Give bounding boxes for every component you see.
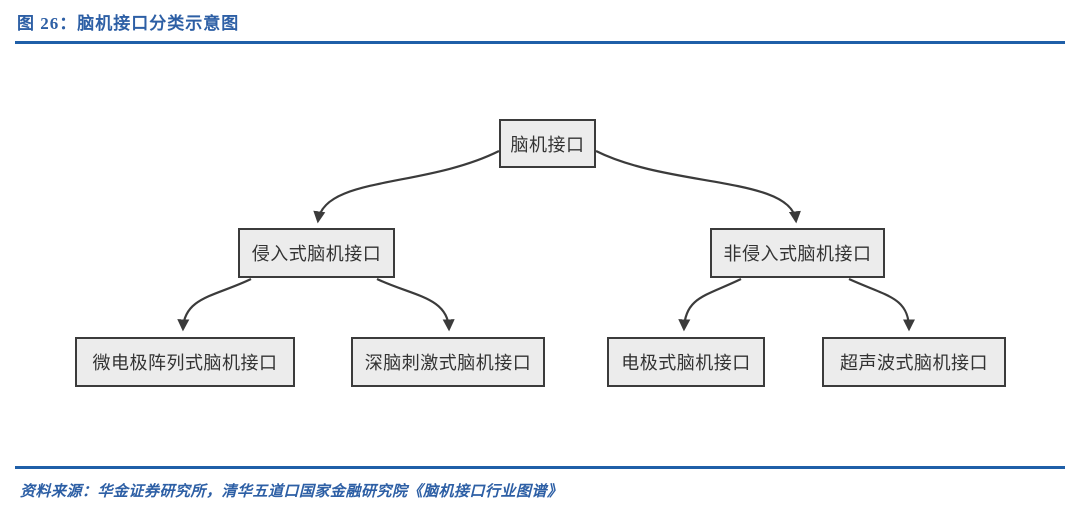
node-invasive-bci: 侵入式脑机接口	[238, 228, 395, 278]
title-divider-line	[15, 41, 1065, 44]
edge-root-invasive	[313, 150, 500, 224]
node-electrode-bci: 电极式脑机接口	[607, 337, 765, 387]
edge-invasive-deepbrain	[376, 278, 455, 332]
node-microelectrode-array-bci: 微电极阵列式脑机接口	[75, 337, 295, 387]
edge-noninvasive-ultrasound	[848, 278, 916, 332]
node-bci-root: 脑机接口	[499, 119, 596, 168]
source-divider-line	[15, 466, 1065, 469]
edge-root-noninvasive	[595, 150, 801, 224]
edge-invasive-microelectrode	[177, 278, 252, 332]
node-noninvasive-bci: 非侵入式脑机接口	[710, 228, 885, 278]
node-ultrasound-bci: 超声波式脑机接口	[822, 337, 1006, 387]
node-deep-brain-stimulation-bci: 深脑刺激式脑机接口	[351, 337, 545, 387]
edge-noninvasive-electrode	[678, 278, 742, 332]
figure-source: 资料来源：华金证券研究所，清华五道口国家金融研究院《脑机接口行业图谱》	[20, 484, 563, 500]
figure-title: 图 26：脑机接口分类示意图	[17, 14, 240, 33]
